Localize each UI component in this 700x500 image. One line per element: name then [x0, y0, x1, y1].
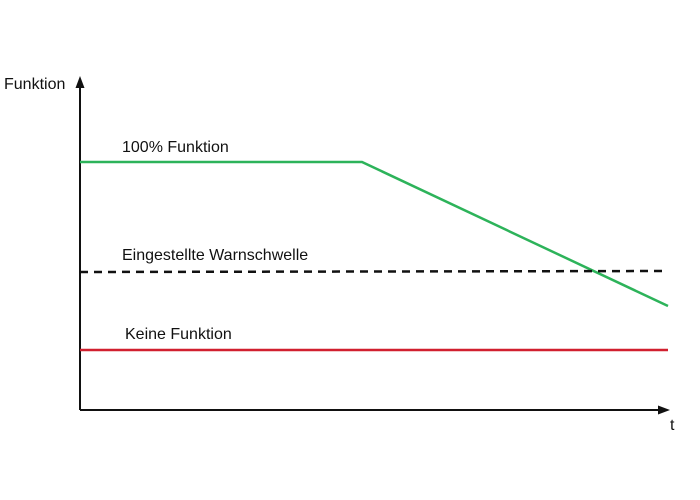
y-axis-arrowhead	[75, 76, 85, 88]
x-axis-label: t	[670, 417, 675, 434]
no-function-label: Keine Funktion	[125, 326, 232, 343]
y-axis-label: Funktion	[4, 76, 65, 93]
warning-threshold-line	[79, 269, 669, 274]
warning-threshold-label: Eingestellte Warnschwelle	[122, 247, 308, 264]
full-function-label: 100% Funktion	[122, 139, 229, 156]
full-function-line	[80, 160, 669, 308]
x-axis-arrowhead	[658, 405, 670, 415]
